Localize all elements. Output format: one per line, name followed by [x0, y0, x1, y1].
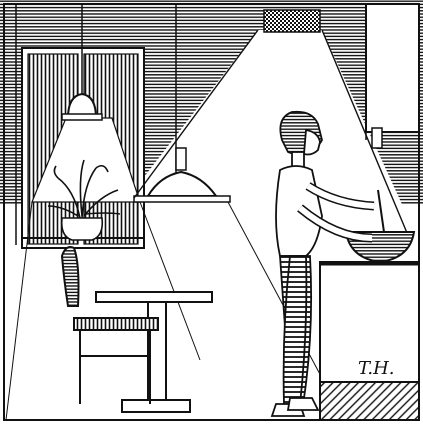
- kitchen-counter: [320, 262, 419, 420]
- upper-cabinet: [366, 4, 419, 148]
- hood-top: [264, 10, 320, 32]
- artist-signature: T.H.: [358, 358, 395, 379]
